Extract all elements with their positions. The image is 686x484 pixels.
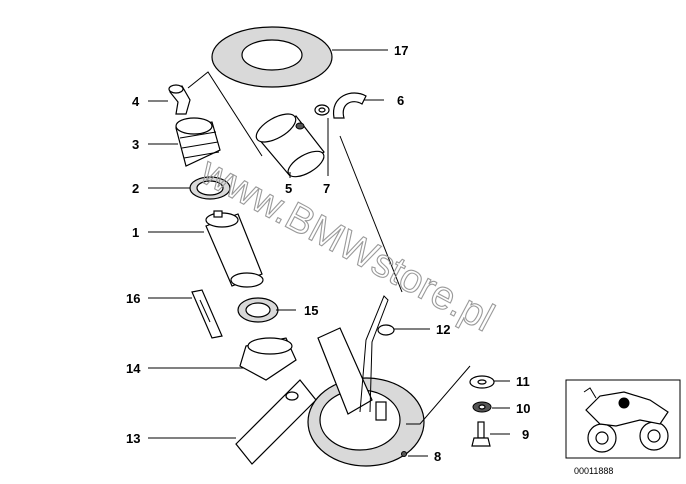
part-6-curved-hose bbox=[333, 92, 367, 119]
leader-lines bbox=[148, 49, 510, 457]
callout-9: 9 bbox=[522, 427, 529, 442]
part-15-ring bbox=[237, 297, 279, 323]
part-10-washer bbox=[472, 401, 492, 413]
callout-2: 2 bbox=[132, 181, 139, 196]
part-1-fuel-pump bbox=[205, 210, 264, 288]
part-17-gasket-ring bbox=[211, 26, 333, 88]
motorcycle-thumbnail bbox=[565, 379, 681, 459]
part-11-washer bbox=[469, 375, 495, 389]
callout-6: 6 bbox=[397, 93, 404, 108]
callout-1: 1 bbox=[132, 225, 139, 240]
part-12-nut bbox=[377, 324, 395, 336]
callout-10: 10 bbox=[516, 401, 530, 416]
callout-7: 7 bbox=[323, 181, 330, 196]
callout-11: 11 bbox=[516, 374, 530, 389]
part-5-fuel-filter bbox=[255, 113, 325, 178]
callout-14: 14 bbox=[126, 361, 141, 376]
diagram-code: 00011888 bbox=[574, 466, 613, 476]
callout-15: 15 bbox=[304, 303, 318, 318]
part-13-long-bracket bbox=[235, 379, 317, 465]
callout-16: 16 bbox=[126, 291, 140, 306]
callout-numbers: 1 2 3 4 5 6 7 8 9 10 11 12 13 14 15 16 1… bbox=[126, 43, 530, 464]
part-4-elbow-hose bbox=[168, 84, 191, 115]
part-3-connector-housing bbox=[175, 117, 221, 167]
callout-8: 8 bbox=[434, 449, 441, 464]
part-8-pump-flange bbox=[307, 295, 425, 467]
callout-3: 3 bbox=[132, 137, 139, 152]
callout-12: 12 bbox=[436, 322, 450, 337]
part-9-bolt bbox=[471, 421, 491, 447]
part-16-bracket bbox=[191, 289, 223, 339]
callout-17: 17 bbox=[394, 43, 408, 58]
part-7-hose-clamp bbox=[314, 104, 330, 116]
callout-13: 13 bbox=[126, 431, 140, 446]
callout-5: 5 bbox=[285, 181, 292, 196]
location-marker-icon bbox=[618, 397, 630, 409]
part-14-holder bbox=[239, 337, 297, 381]
callout-4: 4 bbox=[132, 94, 140, 109]
